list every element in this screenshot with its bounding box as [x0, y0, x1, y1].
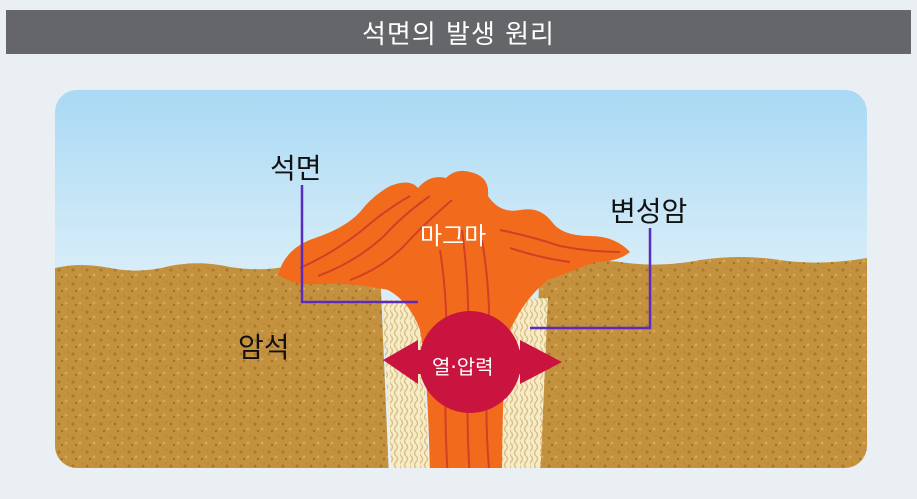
rock-ground-right [530, 257, 867, 468]
pressure-circle [419, 311, 521, 413]
label-rock: 암석 [238, 331, 290, 364]
label-magma: 마그마 [420, 222, 487, 250]
title-bar: 석면의 발생 원리 [6, 10, 911, 54]
label-metamorphic-rock: 변성암 [610, 195, 688, 228]
metamorphic-leader-line [530, 228, 652, 330]
page-title: 석면의 발생 원리 [362, 19, 555, 50]
label-heat-pressure: 열·압력 [432, 355, 494, 379]
asbestos-leader-line [300, 185, 418, 304]
label-asbestos: 석면 [270, 152, 322, 185]
rock-ground [55, 263, 390, 468]
